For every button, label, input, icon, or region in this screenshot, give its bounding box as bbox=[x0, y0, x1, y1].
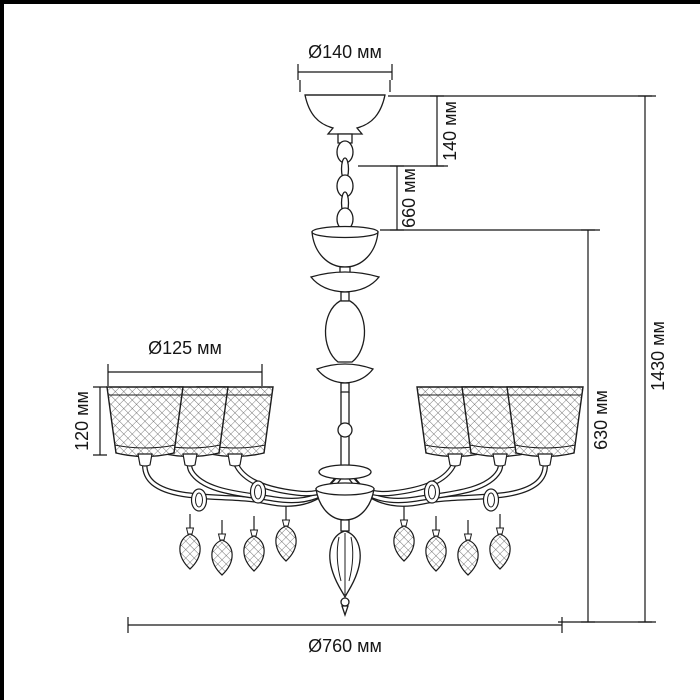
dim-canopy-height bbox=[358, 95, 656, 167]
crystal-drop bbox=[425, 515, 447, 572]
stem-drawing bbox=[337, 392, 353, 468]
dim-total-height bbox=[558, 95, 656, 623]
frame-border-left bbox=[0, 0, 4, 700]
dim-shade-height bbox=[93, 386, 107, 456]
dim-label-total-height: 1430 мм bbox=[648, 321, 668, 391]
dim-total-diameter bbox=[127, 617, 563, 633]
chain-drawing bbox=[336, 140, 354, 231]
crystal-drop bbox=[211, 519, 233, 576]
lampshades-right bbox=[416, 386, 584, 467]
crystal-drop bbox=[243, 515, 265, 572]
upper-bowl-drawing bbox=[309, 225, 381, 302]
crystal-drops-left bbox=[179, 505, 297, 576]
center-bowl-drawing bbox=[315, 482, 375, 521]
baluster-drawing bbox=[324, 300, 366, 363]
frame-border-top bbox=[0, 0, 700, 4]
crystal-drops-right bbox=[393, 505, 511, 576]
arms-right-drawing bbox=[343, 456, 548, 507]
dim-shade-diameter bbox=[107, 364, 263, 386]
dim-label-suspension-height: 660 мм bbox=[399, 168, 419, 228]
dim-label-canopy-height: 140 мм bbox=[440, 101, 460, 161]
ring-ornament bbox=[249, 480, 267, 504]
dim-label-body-height: 630 мм bbox=[591, 390, 611, 450]
ring-ornament bbox=[423, 480, 441, 504]
crystal-drop bbox=[489, 513, 511, 570]
crystal-drop bbox=[457, 519, 479, 576]
crystal-drop bbox=[275, 505, 297, 562]
dim-label-shade-diameter: Ø125 мм bbox=[148, 338, 222, 358]
lampshade bbox=[506, 386, 584, 467]
lampshade bbox=[106, 386, 184, 467]
ring-ornament bbox=[482, 488, 500, 512]
crystal-drop bbox=[179, 513, 201, 570]
arms-left-drawing bbox=[142, 456, 347, 507]
dim-label-total-diameter: Ø760 мм bbox=[308, 636, 382, 656]
hub-drawing bbox=[318, 464, 372, 480]
mid-bobeche-drawing bbox=[315, 363, 375, 393]
ring-ornament bbox=[190, 488, 208, 512]
dim-canopy-diameter bbox=[297, 64, 393, 92]
finial-drawing bbox=[329, 519, 361, 618]
dim-label-shade-height: 120 мм bbox=[72, 391, 92, 451]
canopy-drawing bbox=[304, 94, 386, 144]
crystal-drop bbox=[393, 505, 415, 562]
lampshades-left bbox=[106, 386, 274, 467]
dim-label-canopy-diameter: Ø140 мм bbox=[308, 42, 382, 62]
